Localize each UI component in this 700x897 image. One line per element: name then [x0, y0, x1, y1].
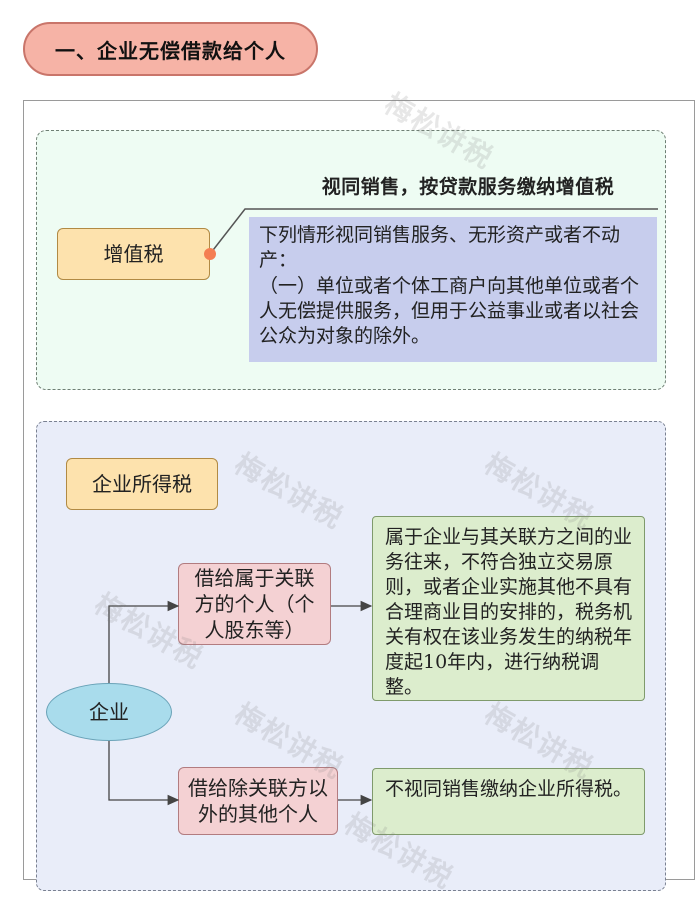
- other-note-box: 不视同销售缴纳企业所得税。: [372, 768, 645, 835]
- branch-other-box: 借给除关联方以外的其他个人: [178, 767, 338, 835]
- vat-heading: 视同销售，按贷款服务缴纳增值税: [321, 176, 615, 198]
- vat-desc-line-1: 下列情形视同销售服务、无形资产或者不动产：: [259, 224, 621, 272]
- section-title: 一、企业无偿借款给个人: [23, 22, 318, 76]
- cit-label-box: 企业所得税: [66, 458, 218, 510]
- vat-callout-line: [209, 208, 658, 255]
- arrow-to-related: [108, 600, 180, 683]
- arrow-to-other: [108, 741, 180, 806]
- vat-description: 下列情形视同销售服务、无形资产或者不动产： （一）单位或者个体工商户向其他单位或…: [249, 217, 657, 362]
- branch-related-box: 借给属于关联方的个人（个人股东等）: [178, 563, 331, 645]
- entity-ellipse: 企业: [46, 683, 172, 741]
- vat-connector-dot: [204, 248, 216, 260]
- vat-desc-line-2: （一）单位或者个体工商户向其他单位或者个人无偿提供服务，但用于公益事业或者以社会…: [259, 274, 640, 348]
- related-note-box: 属于企业与其关联方之间的业务往来，不符合独立交易原则，或者企业实施其他不具有合理…: [372, 516, 645, 701]
- connector-lines: [108, 208, 658, 806]
- vat-label-box: 增值税: [57, 228, 210, 280]
